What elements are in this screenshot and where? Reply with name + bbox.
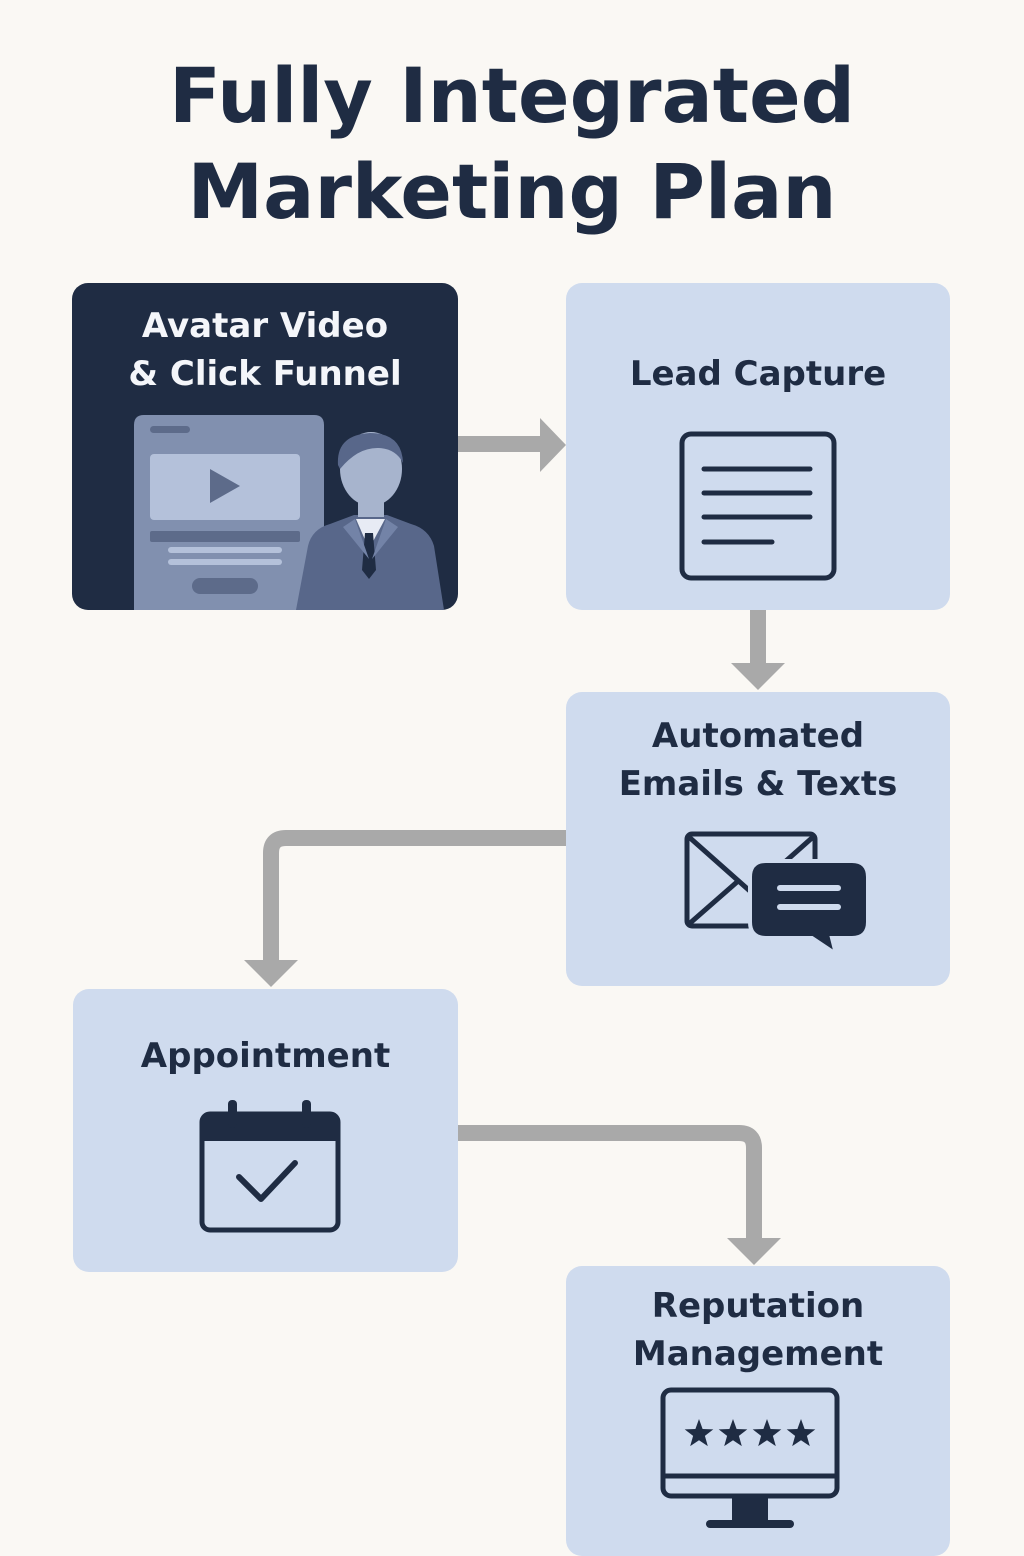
form-document-icon [679, 431, 837, 581]
step-avatar-video-label: Avatar Video & Click Funnel [128, 306, 402, 394]
step-reputation-label: Reputation Management [632, 1286, 884, 1374]
star-icon [752, 1419, 782, 1447]
page-title: Fully Integrated Marketing Plan [0, 48, 1024, 240]
star-icon [684, 1419, 714, 1447]
step-automated-emails-card: Automated Emails & Texts [566, 692, 950, 986]
connector-step3-to-step4 [263, 830, 566, 962]
monitor-stars-icon [660, 1387, 840, 1528]
step-automated-emails-label: Automated Emails & Texts [618, 716, 898, 804]
title-line-2: Marketing Plan [187, 147, 837, 236]
star-icon [718, 1419, 748, 1447]
connector-step4-to-step5 [458, 1125, 762, 1240]
arrowhead-step5 [727, 1238, 781, 1265]
step-avatar-video-card: Avatar Video & Click Funnel [72, 283, 458, 610]
step-lead-capture-label: Lead Capture [629, 354, 887, 394]
arrowhead-step4 [244, 960, 298, 987]
step-lead-capture-card: Lead Capture [566, 283, 950, 610]
step-appointment-label: Appointment [140, 1036, 391, 1076]
step-reputation-card: Reputation Management [566, 1266, 950, 1556]
title-line-1: Fully Integrated [168, 51, 856, 140]
arrowhead-step3 [731, 663, 785, 690]
rating-stars [684, 1419, 816, 1447]
email-chat-icon [684, 831, 870, 958]
video-funnel-avatar-icon [134, 415, 444, 610]
step-appointment-card: Appointment [73, 989, 458, 1272]
arrowhead-step2 [540, 418, 566, 472]
star-icon [786, 1419, 816, 1447]
calendar-check-icon [199, 1100, 341, 1233]
